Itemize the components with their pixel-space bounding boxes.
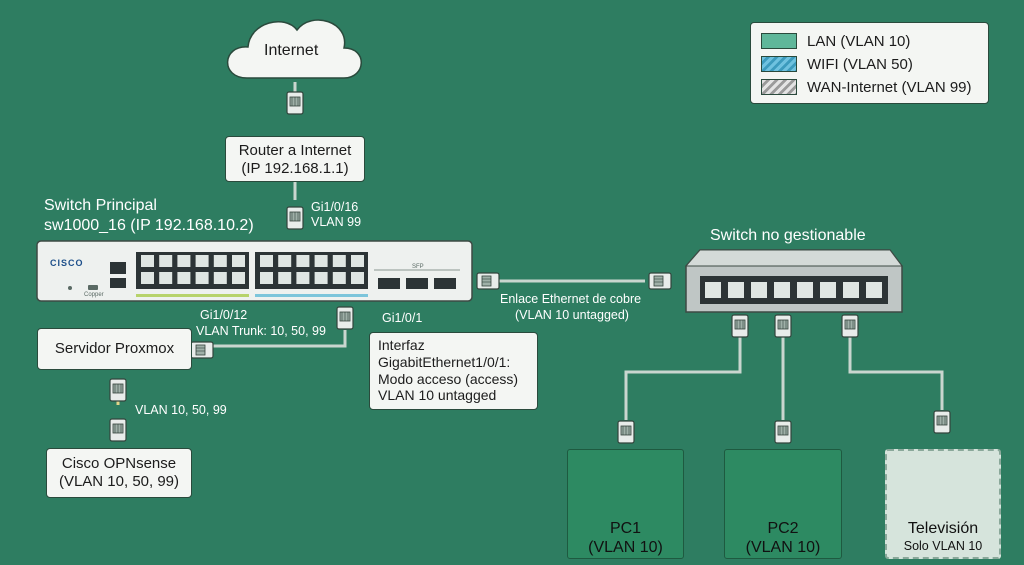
tv-name: Televisión	[907, 520, 979, 537]
interface-note-vlan: VLAN 10 untagged	[378, 387, 497, 404]
pc2-box[interactable]: PC2 (VLAN 10)	[724, 449, 842, 559]
switch-port	[296, 272, 310, 284]
legend-swatch-lan	[761, 33, 797, 49]
pc1-vlan: (VLAN 10)	[588, 539, 663, 556]
opnsense-box[interactable]: Cisco OPNsense (VLAN 10, 50, 99)	[46, 448, 192, 498]
switch-port	[195, 272, 209, 284]
copper-link-label: Enlace Ethernet de cobre	[500, 292, 642, 306]
trunk-vlan-label: VLAN Trunk: 10, 50, 99	[196, 324, 326, 338]
legend-label-lan: LAN (VLAN 10)	[807, 32, 911, 50]
router-name: Router a Internet	[238, 142, 352, 159]
pc1-name: PC1	[609, 520, 642, 537]
legend-label-wan: WAN-Internet (VLAN 99)	[807, 78, 972, 96]
cable-unmanaged-tv	[848, 330, 944, 410]
switch-port	[177, 255, 191, 267]
switch-port	[351, 272, 364, 284]
unmanaged-switch-label: Switch no gestionable	[710, 227, 866, 244]
unmanaged-port	[705, 282, 721, 298]
switch-port	[195, 255, 209, 267]
unmanaged-port	[843, 282, 859, 298]
legend-item-wan: WAN-Internet (VLAN 99)	[761, 77, 972, 97]
unmanaged-port	[774, 282, 790, 298]
switch-port	[278, 255, 292, 267]
pc2-vlan: (VLAN 10)	[745, 539, 821, 556]
uplink-vlan-label: VLAN 99	[311, 215, 362, 229]
proxmox-name: Servidor Proxmox	[54, 340, 175, 357]
internet-cloud-icon	[226, 19, 362, 79]
router-ip: (IP 192.168.1.1)	[241, 160, 349, 177]
switch-port	[260, 255, 273, 267]
switch-port	[232, 272, 245, 284]
switch-port	[232, 255, 245, 267]
tv-box[interactable]: Televisión Solo VLAN 10	[885, 449, 1001, 559]
switch-port	[141, 272, 154, 284]
switch-port	[177, 272, 191, 284]
switch-port	[332, 272, 346, 284]
uplink-port-label: Gi1/0/16	[311, 200, 359, 214]
interface-note-box: Interfaz GigabitEthernet1/0/1: Modo acce…	[369, 332, 538, 410]
main-switch-model: sw1000_16 (IP 192.168.10.2)	[44, 217, 254, 234]
proxmox-link-label: VLAN 10, 50, 99	[135, 403, 227, 417]
internet-label: Internet	[264, 42, 319, 59]
copper-label: Copper	[84, 292, 104, 298]
proxmox-box[interactable]: Servidor Proxmox	[37, 328, 192, 370]
copper-link-vlan: (VLAN 10 untagged)	[515, 308, 629, 322]
cable-unmanaged-pc1	[624, 330, 742, 420]
tv-note: Solo VLAN 10	[903, 539, 983, 553]
cisco-logo: CISCO	[50, 258, 84, 268]
legend-swatch-wan	[761, 79, 797, 95]
unmanaged-port	[797, 282, 813, 298]
main-switch-device	[36, 240, 473, 302]
interface-note-port: GigabitEthernet1/0/1:	[378, 353, 511, 370]
interface-note-title: Interfaz	[378, 337, 425, 353]
switch-port	[314, 255, 328, 267]
switch-port	[213, 272, 227, 284]
legend-label-wifi: WIFI (VLAN 50)	[807, 55, 913, 73]
switch-port	[141, 255, 154, 267]
switch-port	[213, 255, 227, 267]
legend: LAN (VLAN 10) WIFI (VLAN 50) WAN-Interne…	[750, 22, 989, 104]
sfp-label: SFP	[412, 264, 424, 270]
unmanaged-switch-device	[684, 249, 903, 313]
switch-port	[314, 272, 328, 284]
interface-note-mode: Modo acceso (access)	[378, 370, 519, 387]
legend-swatch-wifi	[761, 56, 797, 72]
switch-port	[159, 272, 173, 284]
unmanaged-port	[751, 282, 767, 298]
switch-port	[351, 255, 364, 267]
switch-port	[260, 272, 273, 284]
pc2-name: PC2	[767, 520, 799, 537]
unmanaged-port	[728, 282, 744, 298]
switch-port	[332, 255, 346, 267]
pc1-box[interactable]: PC1 (VLAN 10)	[567, 449, 684, 559]
unmanaged-port	[866, 282, 882, 298]
opnsense-name: Cisco OPNsense	[61, 455, 177, 472]
switch-port	[278, 272, 292, 284]
main-switch-title: Switch Principal	[44, 197, 157, 214]
unmanaged-port	[820, 282, 836, 298]
switch-port	[159, 255, 173, 267]
legend-item-wifi: WIFI (VLAN 50)	[761, 54, 913, 74]
switch-port	[296, 255, 310, 267]
trunk-port-label: Gi1/0/12	[200, 308, 248, 322]
access-port-label: Gi1/0/1	[382, 311, 423, 325]
opnsense-vlans: (VLAN 10, 50, 99)	[58, 473, 180, 490]
cable-switch-proxmox	[212, 330, 347, 348]
legend-item-lan: LAN (VLAN 10)	[761, 31, 910, 51]
router-box[interactable]: Router a Internet (IP 192.168.1.1)	[225, 136, 365, 182]
